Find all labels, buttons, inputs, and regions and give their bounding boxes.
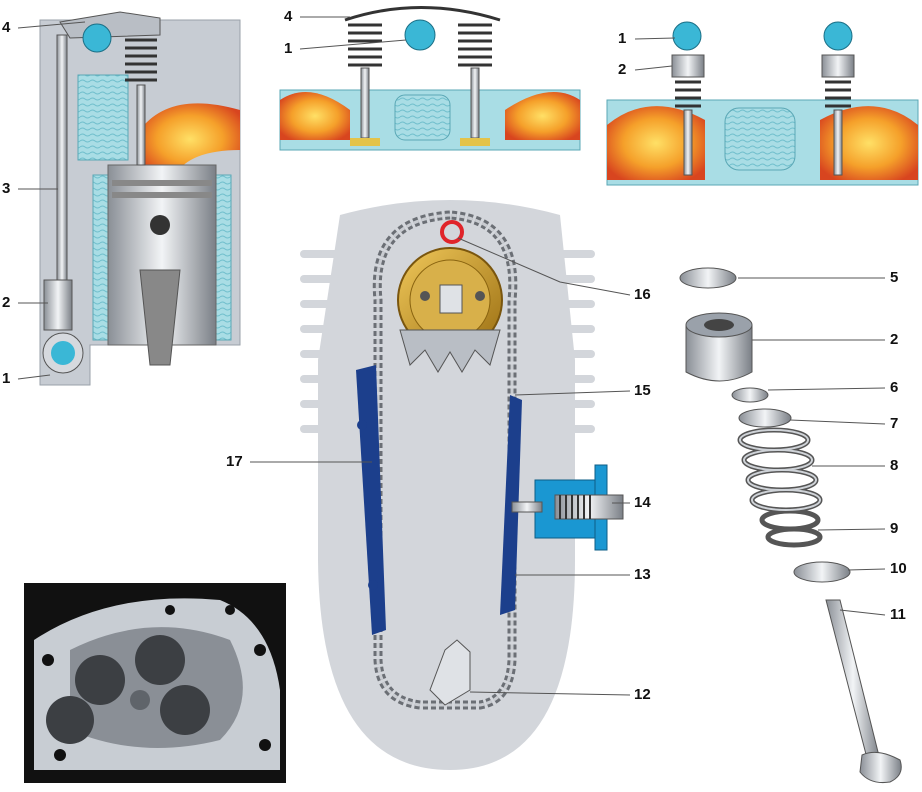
label-17: 17 — [226, 453, 243, 470]
label-15: 15 — [634, 382, 651, 399]
label-8: 8 — [890, 457, 899, 474]
cylinder-head-photo — [24, 583, 286, 783]
label-11: 11 — [890, 606, 906, 623]
label-10: 10 — [890, 560, 907, 577]
valve-exploded-view — [679, 267, 902, 783]
label-16: 16 — [634, 286, 651, 303]
center-cam-section — [279, 6, 581, 151]
label-7: 7 — [890, 415, 899, 432]
leader-lines — [17, 16, 886, 696]
label-4-center-cam: 4 — [284, 8, 293, 25]
twin-cam-section — [606, 21, 919, 186]
label-1-twin-cam: 1 — [618, 30, 627, 47]
label-2-twin-cam: 2 — [618, 61, 627, 78]
label-6: 6 — [890, 379, 899, 396]
label-14: 14 — [634, 494, 651, 511]
label-5: 5 — [890, 269, 899, 286]
chain-drive-section — [300, 200, 624, 770]
label-2-pushrod: 2 — [2, 294, 11, 311]
label-1-center-cam: 1 — [284, 40, 293, 57]
label-4-pushrod: 4 — [2, 19, 11, 36]
label-12: 12 — [634, 686, 651, 703]
label-2-valve: 2 — [890, 331, 899, 348]
label-13: 13 — [634, 566, 651, 583]
label-9: 9 — [890, 520, 899, 537]
pushrod-engine-section — [39, 11, 241, 386]
label-1-pushrod: 1 — [2, 370, 11, 387]
label-3-pushrod: 3 — [2, 180, 11, 197]
